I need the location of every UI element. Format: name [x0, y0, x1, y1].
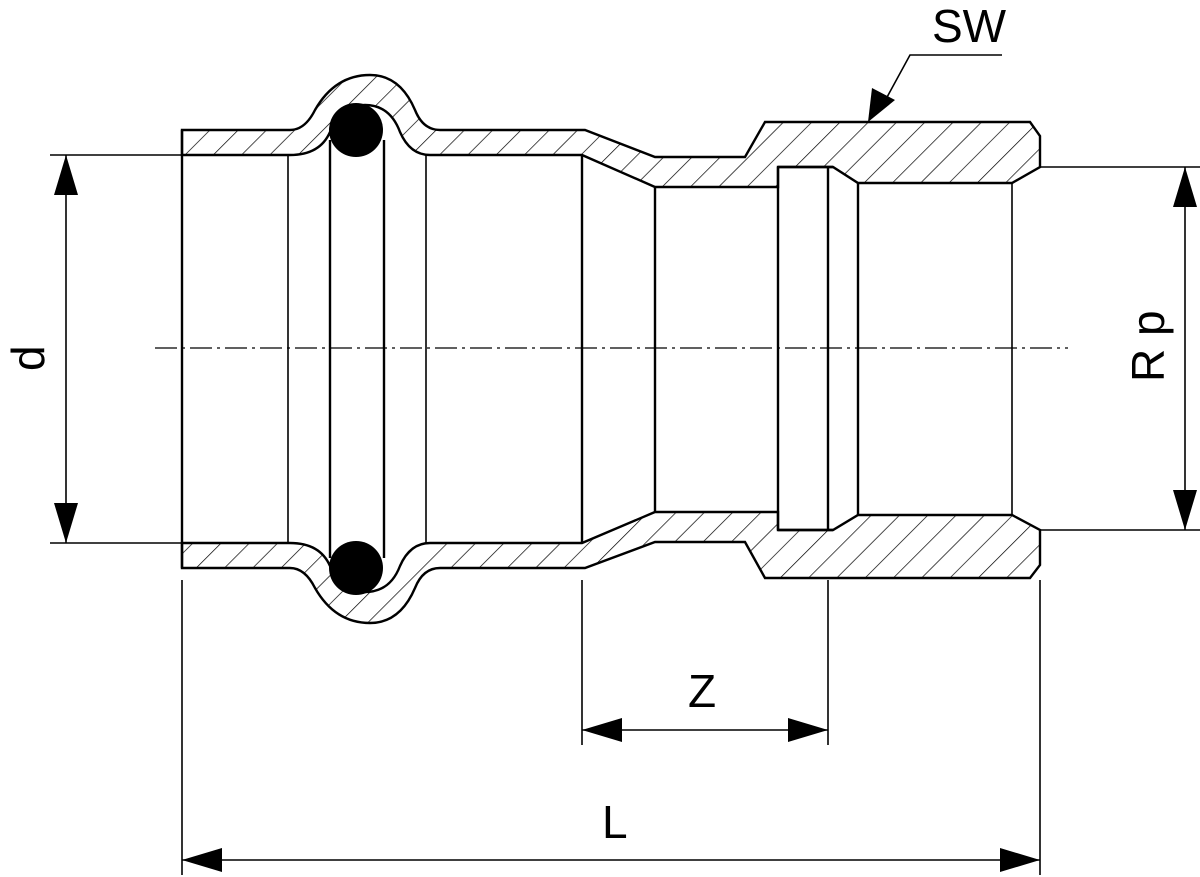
lower-wall-section	[180, 510, 1042, 625]
upper-wall-section	[180, 73, 1042, 189]
z-label: Z	[688, 665, 716, 717]
d-label: d	[2, 345, 54, 371]
extension-lines	[50, 154, 1200, 875]
sw-label: SW	[932, 0, 1007, 52]
upper-seal-ring	[329, 103, 383, 157]
rp-label: R p	[1122, 310, 1174, 382]
inner-bore-lines	[180, 130, 1013, 568]
sw-leader-line	[879, 54, 1002, 111]
sw-leader-arrow	[868, 88, 895, 122]
l-label: L	[602, 796, 628, 848]
lower-seal-ring	[329, 541, 383, 595]
